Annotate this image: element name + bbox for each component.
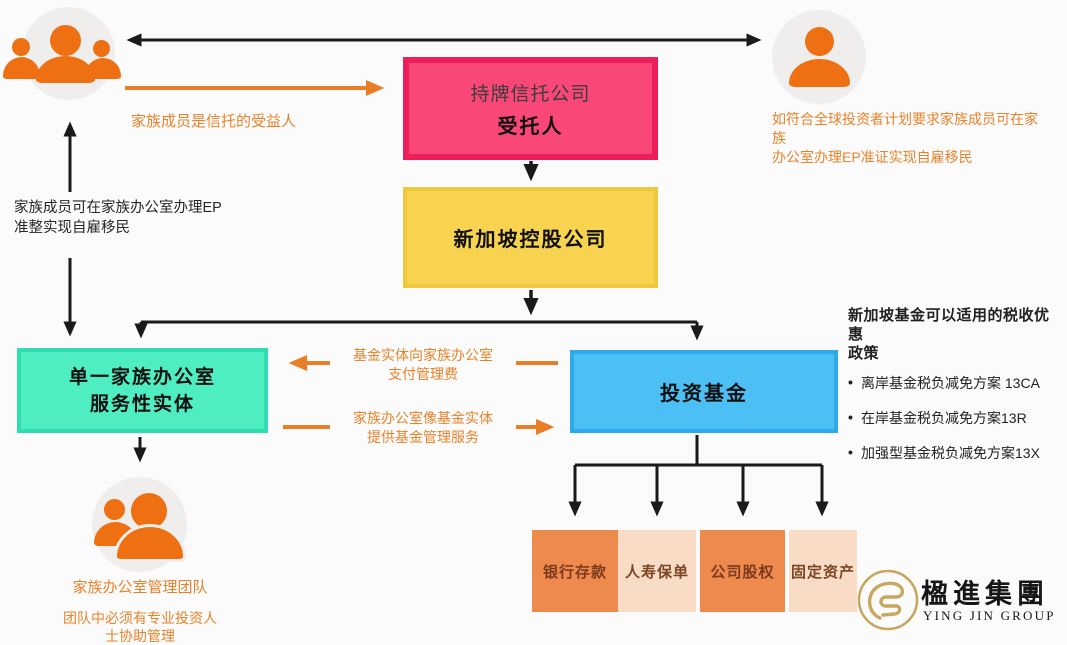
asset-label: 人寿保单	[624, 563, 689, 581]
node-investment-fund: 投资基金	[570, 350, 838, 433]
trustee-subtitle: 持牌信托公司	[470, 83, 591, 105]
logo-chinese-name: 楹進集團	[921, 579, 1049, 609]
asset-bank-deposits: 银行存款	[532, 530, 618, 612]
yingjin-logo-emblem	[856, 568, 920, 632]
holding-company-title: 新加坡控股公司	[453, 229, 608, 251]
family-office-title-line2: 服务性实体	[89, 393, 195, 415]
asset-label: 银行存款	[542, 563, 607, 581]
note-ep-pass: 家族成员可在家族办公室办理EP 准整实现自雇移民	[14, 198, 222, 238]
logo-english-name: YING JIN GROUP	[923, 608, 1056, 623]
asset-label: 公司股权	[710, 563, 775, 581]
asset-fixed-assets: 固定资产	[789, 530, 857, 612]
node-trustee: 持牌信托公司 受托人	[403, 57, 658, 160]
family-members-avatar	[3, 7, 121, 100]
gold-monogram-icon	[857, 569, 919, 631]
tax-bullet-13x: • 加强型基金税负减免方案13X	[848, 444, 1060, 461]
tax-bullet-text: 加强型基金税负减免方案13X	[861, 445, 1040, 461]
tax-bullet-13r: • 在岸基金税负减免方案13R	[848, 409, 1060, 426]
note-beneficiary: 家族成员是信托的受益人	[131, 113, 297, 130]
tax-panel-title: 新加坡基金可以适用的税收优惠 政策	[848, 306, 1060, 363]
bullet-dot: •	[848, 409, 853, 425]
note-team-line2: 士协助管理	[105, 628, 175, 644]
tax-title-line2: 政策	[848, 345, 880, 362]
tax-bullet-text: 离岸基金税负减免方案 13CA	[861, 375, 1040, 391]
asset-life-insurance: 人寿保单	[618, 530, 696, 612]
trustee-title: 受托人	[497, 115, 564, 138]
note-gip: 如符合全球投资者计划要求家族成员可在家族 办公室办理EP准证实现自雇移民	[772, 110, 1050, 167]
node-holding-company: 新加坡控股公司	[403, 187, 658, 288]
bullet-dot: •	[848, 374, 853, 390]
label-fee-line2: 支付管理费	[388, 366, 458, 382]
asset-label: 固定资产	[790, 563, 855, 581]
note-team-title: 家族办公室管理团队	[72, 579, 208, 596]
label-mgmt-line2: 提供基金管理服务	[367, 429, 479, 445]
node-family-office: 单一家族办公室 服务性实体	[17, 348, 268, 433]
note-gip-line1: 如符合全球投资者计划要求家族成员可在家族	[772, 111, 1038, 146]
tax-bullet-list: • 离岸基金税负减免方案 13CA • 在岸基金税负减免方案13R • 加强型基…	[848, 374, 1060, 461]
asset-company-equity: 公司股权	[700, 530, 785, 612]
label-mgmt-line1: 家族办公室像基金实体	[353, 410, 493, 426]
label-management-service: 家族办公室像基金实体 提供基金管理服务	[330, 408, 516, 448]
investor-avatar	[772, 10, 866, 104]
note-team-line1: 团队中必须有专业投资人	[63, 610, 217, 626]
investment-fund-title: 投资基金	[660, 383, 748, 405]
management-team-avatar	[92, 477, 187, 572]
bullet-dot: •	[848, 444, 853, 460]
note-team-requirement: 团队中必须有专业投资人 士协助管理	[35, 609, 245, 645]
label-management-fee: 基金实体向家族办公室 支付管理费	[330, 345, 516, 385]
note-ep-line1: 家族成员可在家族办公室办理EP	[14, 200, 222, 216]
label-fee-line1: 基金实体向家族办公室	[353, 347, 493, 363]
note-ep-line2: 准整实现自雇移民	[14, 220, 130, 236]
tax-incentive-panel: 新加坡基金可以适用的税收优惠 政策 • 离岸基金税负减免方案 13CA • 在岸…	[848, 306, 1060, 480]
note-gip-line2: 办公室办理EP准证实现自雇移民	[772, 149, 973, 165]
tax-title-line1: 新加坡基金可以适用的税收优惠	[848, 307, 1050, 343]
family-office-title-line1: 单一家族办公室	[68, 366, 216, 388]
tax-bullet-text: 在岸基金税负减免方案13R	[861, 410, 1027, 426]
tax-bullet-13ca: • 离岸基金税负减免方案 13CA	[848, 374, 1060, 391]
